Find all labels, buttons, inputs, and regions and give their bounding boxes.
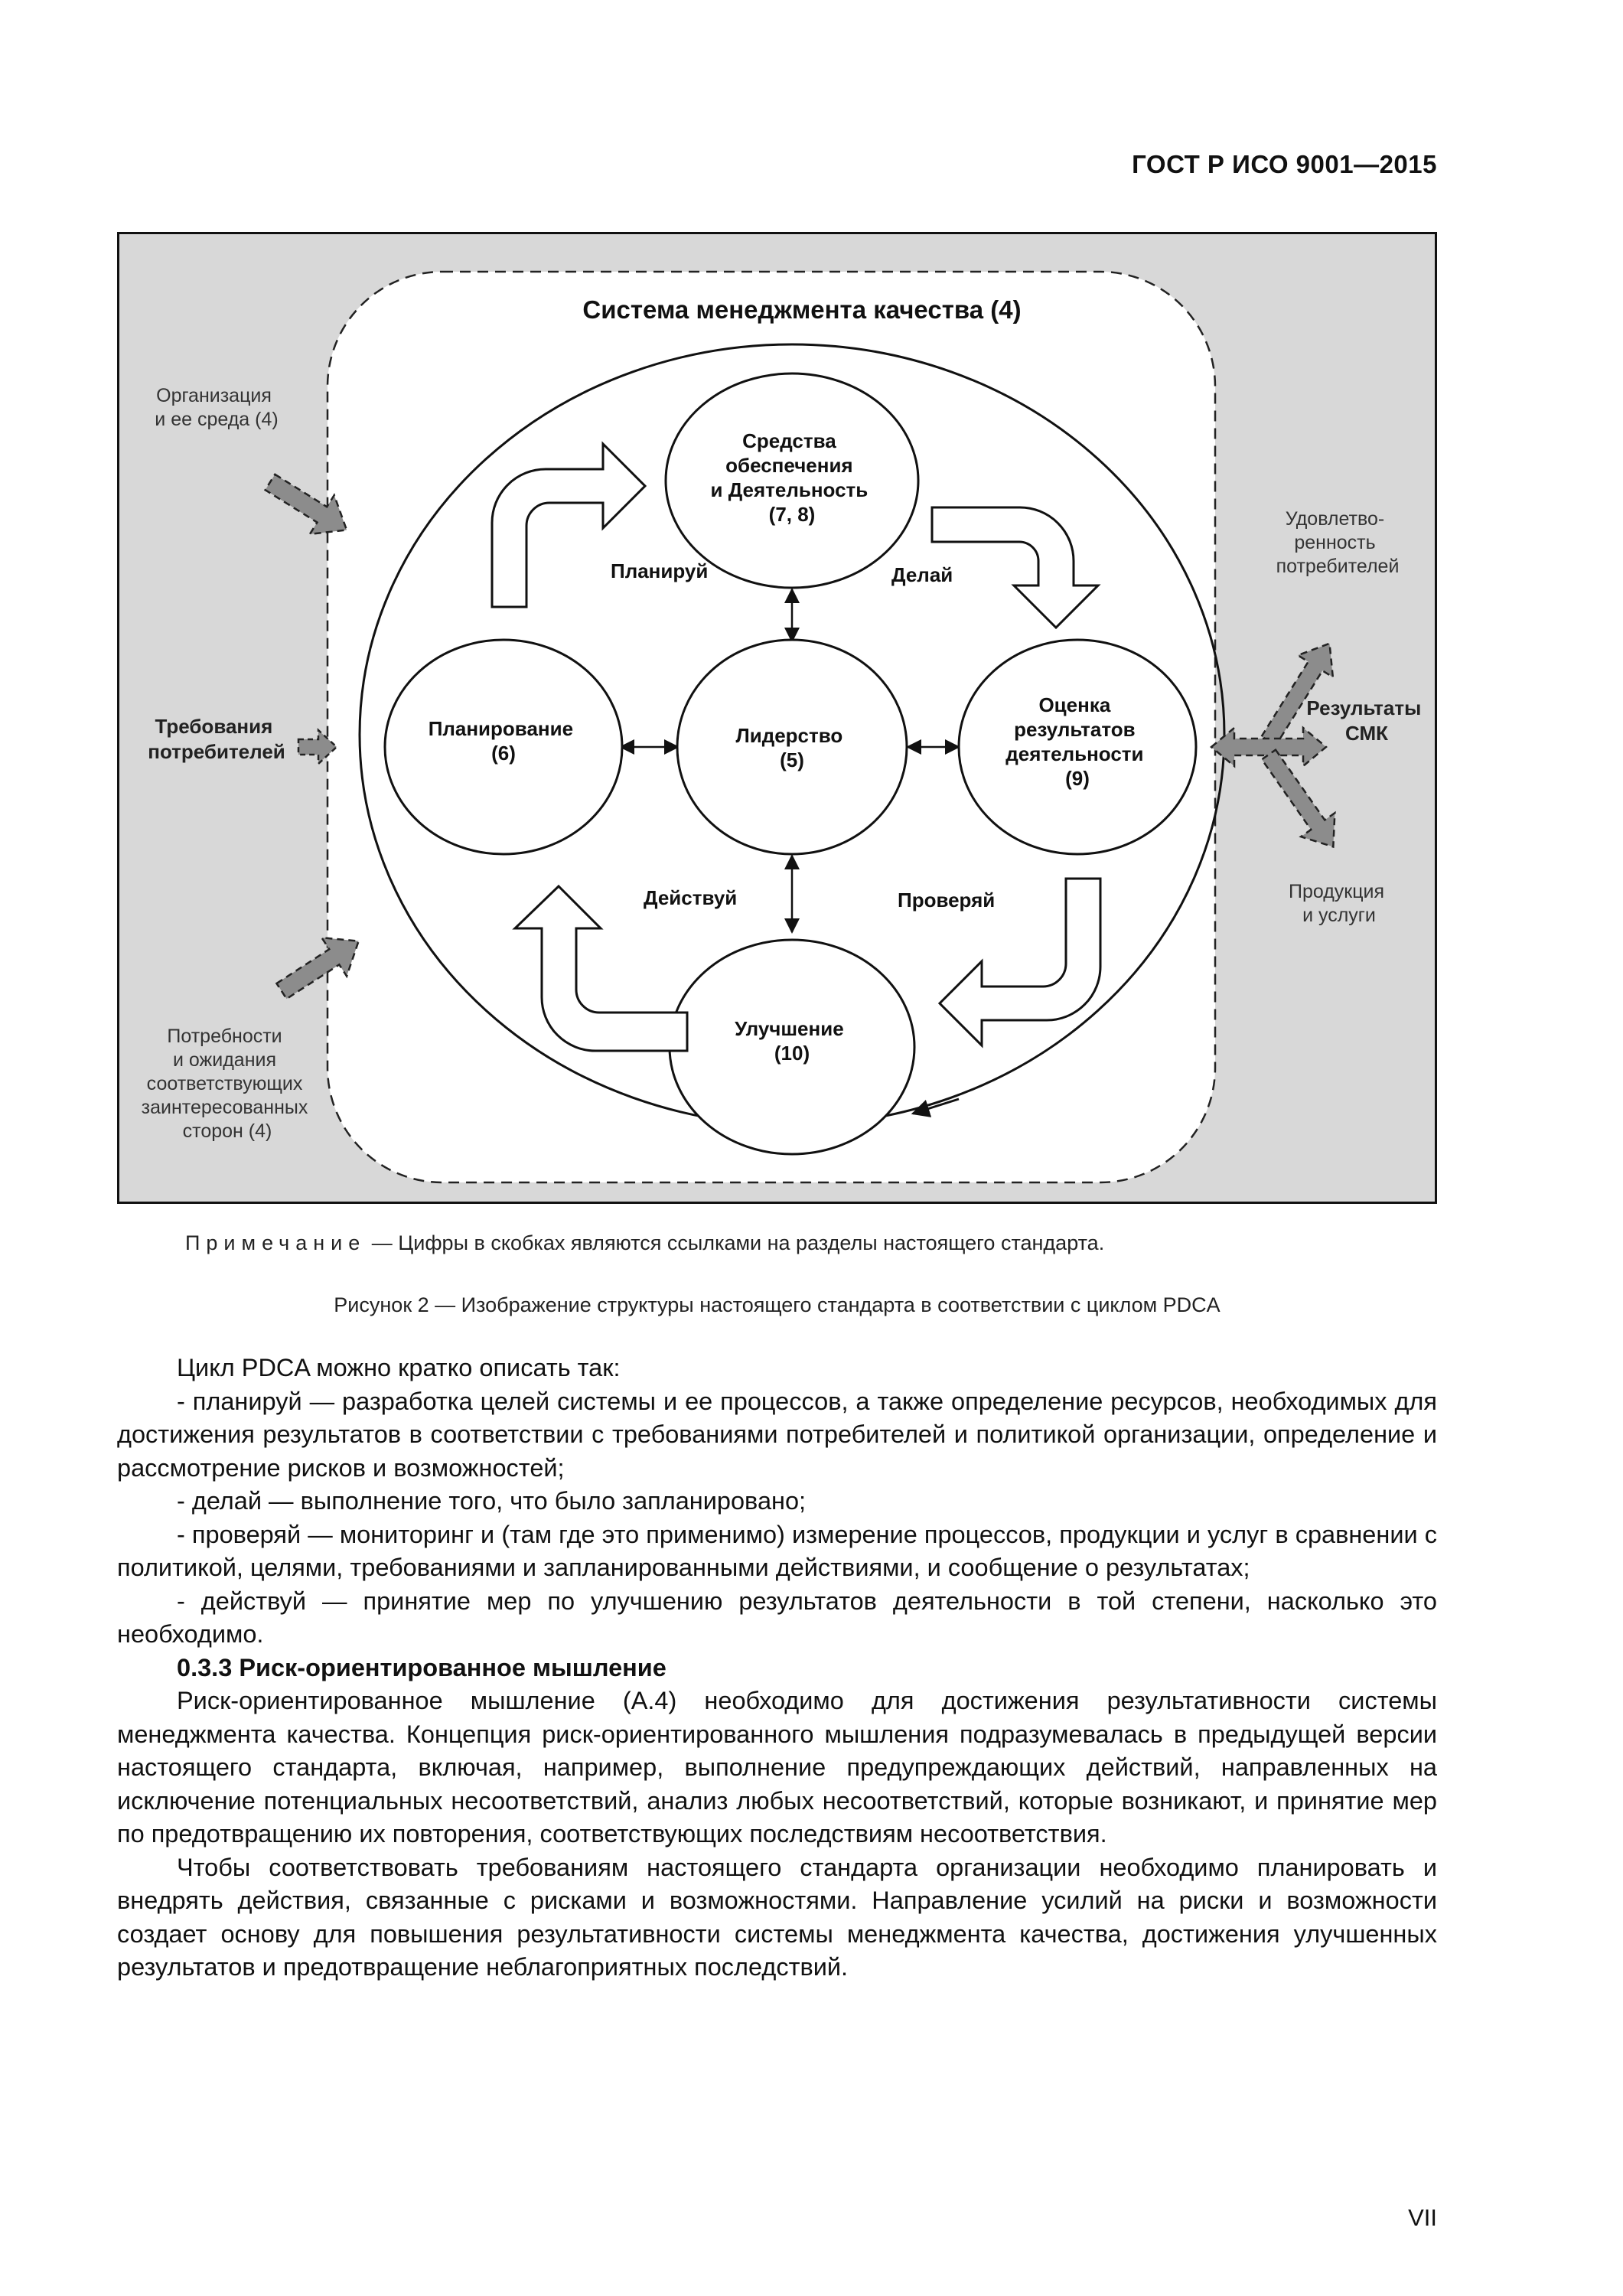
label-customer-requirements: Требования потребителей <box>148 715 285 763</box>
paragraph: Риск-ориентированное мышление (А.4) необ… <box>117 1687 1437 1848</box>
standard-code-header: ГОСТ Р ИСО 9001—2015 <box>1132 150 1437 178</box>
paragraph: - делай — выполнение того, что было запл… <box>177 1487 807 1515</box>
figure-note: Примечание — Цифры в скобках являются сс… <box>185 1231 1104 1255</box>
note-label: Примечание <box>185 1231 367 1254</box>
input-arrow-stakeholders-icon <box>275 936 360 1000</box>
cycle-arrow-tip <box>911 1097 960 1117</box>
output-arrow-products-icon <box>1260 748 1336 849</box>
paragraph: Чтобы соответствовать требованиям настоя… <box>117 1853 1437 1981</box>
pdca-figure: Система менеджмента качества (4) Организ… <box>117 232 1437 1208</box>
figure-caption: Рисунок 2 — Изображение структуры настоя… <box>334 1293 1221 1316</box>
paragraph: - действуй — принятие мер по улучшению р… <box>117 1587 1437 1649</box>
label-leadership: Лидерство (5) <box>735 724 848 771</box>
label-qms-results: Результаты СМК <box>1306 696 1426 745</box>
label-check: Проверяй <box>898 889 995 912</box>
check-arrow-icon <box>937 877 1102 1049</box>
body-text: Цикл PDCA можно кратко описать так: - пл… <box>117 1352 1437 1985</box>
circle-support <box>664 372 920 589</box>
page-number: VII <box>1408 2204 1437 2231</box>
circle-leadership <box>676 638 908 856</box>
input-arrow-requirements-icon <box>297 728 338 766</box>
label-support: Средства обеспечения и Деятельность (7, … <box>710 429 873 526</box>
circle-planning <box>383 638 624 856</box>
qms-title: Система менеджмента качества (4) <box>582 295 1021 324</box>
label-satisfaction: Удовлетво- ренность потребителей <box>1276 508 1400 577</box>
label-evaluation: Оценка результатов деятельности (9) <box>1005 693 1149 790</box>
label-do: Делай <box>891 563 953 586</box>
do-arrow-icon <box>930 506 1101 630</box>
act-arrow-icon <box>512 884 689 1052</box>
label-planning: Планирование (6) <box>429 717 579 765</box>
label-stakeholders: Потребности и ожидания соответствующих з… <box>142 1026 314 1142</box>
output-arrow-satisfaction-icon <box>1260 642 1335 747</box>
label-plan: Планируй <box>611 559 708 582</box>
paragraph: - планируй — разработка целей системы и … <box>117 1387 1437 1482</box>
label-organization: Организация и ее среда (4) <box>155 385 278 430</box>
plan-arrow-icon <box>490 441 647 608</box>
section-heading: 0.3.3 Риск-ориентированное мышление <box>177 1653 666 1681</box>
note-text: — Цифры в скобках являются ссылками на р… <box>366 1231 1105 1254</box>
label-products: Продукция и услуги <box>1289 881 1390 926</box>
label-improvement: Улучшение (10) <box>735 1017 849 1065</box>
paragraph: - проверяй — мониторинг и (там где это п… <box>117 1520 1437 1582</box>
label-act: Действуй <box>644 886 737 909</box>
paragraph: Цикл PDCA можно кратко описать так: <box>177 1354 621 1381</box>
input-arrow-organization-icon <box>263 473 348 536</box>
circle-evaluation <box>957 638 1198 856</box>
output-arrow-results-icon <box>1210 726 1328 768</box>
